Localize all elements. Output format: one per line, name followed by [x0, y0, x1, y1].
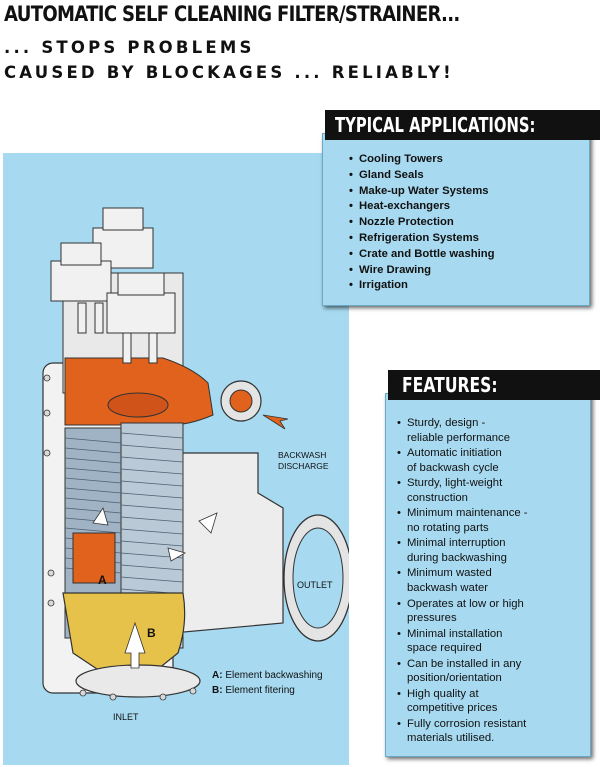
page-subtitle-line-1: ... STOPS PROBLEMS — [4, 38, 255, 57]
list-item: •Crate and Bottle washing — [349, 247, 495, 260]
legend-a: A: Element backwashing — [212, 670, 323, 681]
applications-list: •Cooling Towers •Gland Seals •Make-up Wa… — [349, 152, 495, 294]
inlet-flow-arrow — [124, 621, 146, 669]
applications-heading: TYPICAL APPLICATIONS: — [325, 110, 600, 140]
inlet-flange — [75, 664, 201, 698]
list-item: •Sturdy, design -reliable performance — [397, 417, 510, 444]
inlet-label: INLET — [113, 712, 139, 722]
features-list: •Sturdy, design -reliable performance •A… — [397, 416, 528, 747]
filter-cutaway-illustration — [42, 207, 349, 701]
list-item: •Heat-exchangers — [349, 200, 451, 213]
actuator-front — [106, 292, 176, 334]
backwash-arrow — [262, 414, 289, 430]
backwash-discharge-label: BACKWASH DISCHARGE — [278, 450, 329, 471]
outlet-pipe — [172, 452, 284, 634]
actuator-left — [50, 260, 112, 302]
list-item: •Nozzle Protection — [349, 216, 454, 229]
applications-box: TYPICAL APPLICATIONS: •Cooling Towers •G… — [322, 110, 600, 306]
legend-b: B: Element fitering — [212, 685, 295, 696]
page-subtitle-line-2: CAUSED BY BLOCKAGES ... RELIABLY! — [4, 63, 454, 82]
list-item: •Gland Seals — [349, 168, 424, 181]
list-item: •Make-up Water Systems — [349, 184, 489, 197]
list-item: •Refrigeration Systems — [349, 231, 479, 244]
features-box: FEATURES: •Sturdy, design -reliable perf… — [385, 370, 600, 757]
marker-a: A — [98, 573, 107, 587]
page-title: AUTOMATIC SELF CLEANING FILTER/STRAINER.… — [4, 2, 460, 26]
list-item: •Wire Drawing — [349, 263, 432, 276]
diagram-panel: BACKWASH DISCHARGE OUTLET INLET A B A: E… — [3, 153, 349, 765]
list-item: •Irrigation — [349, 279, 408, 292]
marker-b: B — [147, 626, 156, 640]
list-item: •Minimum maintenance -no rotating parts — [397, 507, 528, 534]
features-heading: FEATURES: — [388, 370, 600, 400]
list-item: •Cooling Towers — [349, 153, 443, 165]
outlet-label: OUTLET — [297, 580, 333, 590]
